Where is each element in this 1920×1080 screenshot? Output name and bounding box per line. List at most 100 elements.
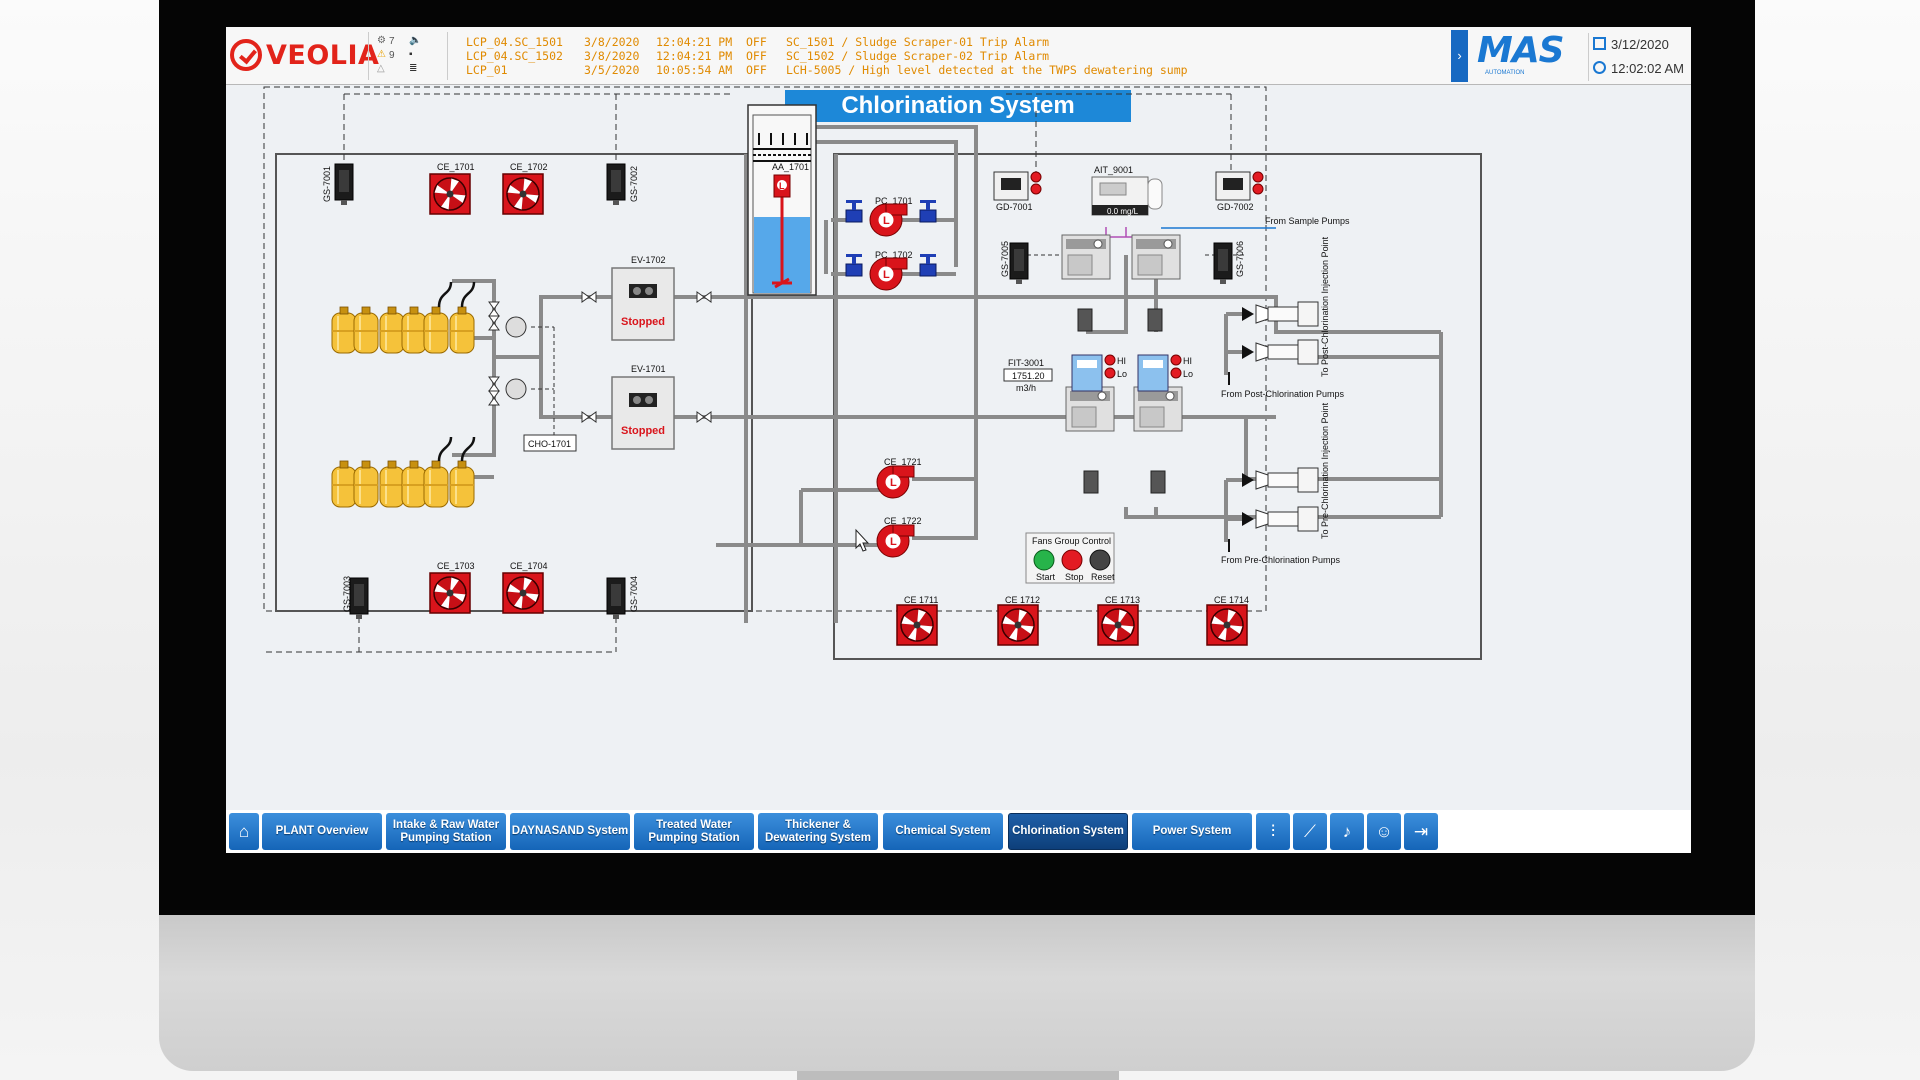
ce-1712-label: CE 1712 — [1005, 595, 1040, 605]
nav-chemical-system[interactable]: Chemical System — [883, 813, 1003, 850]
inlet-valve[interactable] — [581, 291, 597, 303]
chlorinator-4[interactable] — [1133, 386, 1183, 432]
datetime-panel: 3/12/2020 12:02:02 AM — [1588, 33, 1689, 81]
exhaust-fan-ce-1703[interactable] — [429, 572, 471, 614]
nav-thickener-dewatering[interactable]: Thickener & Dewatering System — [758, 813, 878, 850]
exhaust-fan-ce-1704[interactable] — [502, 572, 544, 614]
pre-injector-1[interactable] — [1241, 467, 1319, 493]
outlet-valve[interactable] — [696, 411, 712, 423]
chlorinator-3[interactable] — [1065, 386, 1115, 432]
chlorinator-1[interactable] — [1061, 234, 1111, 280]
ce-1704-label: CE_1704 — [510, 561, 548, 571]
fans-stop-button[interactable] — [1061, 549, 1083, 571]
post-injector-1[interactable] — [1241, 301, 1319, 327]
outlet-valve[interactable] — [696, 291, 712, 303]
blue-valve[interactable] — [919, 199, 937, 223]
fit-3001-label: FIT-3001 — [1008, 358, 1044, 368]
trends-button[interactable]: ⟋ — [1293, 813, 1327, 850]
pump-ce-1721[interactable] — [876, 465, 915, 499]
fans-group-title: Fans Group Control — [1032, 536, 1111, 546]
user-icon: ☺ — [1375, 821, 1393, 841]
blue-valve[interactable] — [845, 253, 863, 277]
exhaust-fan-ce-1711[interactable] — [896, 604, 938, 646]
changeover-box[interactable] — [523, 434, 577, 452]
ack-icon: ▪ — [409, 49, 413, 60]
nav-daynasand[interactable]: DAYNASAND System — [510, 813, 630, 850]
home-button[interactable]: ⌂ — [229, 813, 259, 850]
expand-alarms-button[interactable]: › — [1451, 30, 1468, 82]
users-button[interactable]: ☺ — [1367, 813, 1401, 850]
nav-treated-water[interactable]: Treated Water Pumping Station — [634, 813, 754, 850]
exhaust-fan-ce-1712[interactable] — [997, 604, 1039, 646]
gas-sensor-gs-7005[interactable] — [1009, 242, 1029, 285]
pump-ce-1722[interactable] — [876, 524, 915, 558]
ce-1711-label: CE 1711 — [904, 595, 938, 605]
pump-pc-1702[interactable] — [869, 257, 908, 291]
gas-sensor-gs-7004[interactable] — [606, 577, 626, 620]
flow-switch-1[interactable] — [1071, 354, 1103, 392]
gas-sensor-gs-7002[interactable] — [606, 163, 626, 206]
chlorine-cylinders-bottom — [331, 460, 475, 508]
fans-start-button[interactable] — [1033, 549, 1055, 571]
header-valve[interactable] — [488, 390, 500, 406]
exhaust-fan-ce-1702[interactable] — [502, 173, 544, 215]
hi-label: HI — [1183, 356, 1192, 366]
fit-3001-unit: m3/h — [1016, 383, 1036, 393]
exit-button[interactable]: ⇥ — [1404, 813, 1438, 850]
blue-valve[interactable] — [845, 199, 863, 223]
info-icon: △ — [377, 63, 385, 74]
gs-7003-label: GS-7003 — [342, 576, 352, 612]
nav-chlorination-system[interactable]: Chlorination System — [1008, 813, 1128, 850]
mouse-cursor-icon — [855, 528, 870, 552]
blue-valve[interactable] — [919, 253, 937, 277]
post-injector-2[interactable] — [1241, 339, 1319, 365]
exhaust-fan-ce-1713[interactable] — [1097, 604, 1139, 646]
chlorinator-2[interactable] — [1131, 234, 1181, 280]
nav-power-system[interactable]: Power System — [1132, 813, 1252, 850]
dilution-tank[interactable] — [747, 104, 817, 296]
flow-switch-2[interactable] — [1137, 354, 1169, 392]
agitator-aa-1701[interactable]: L — [773, 174, 791, 198]
date-display: 3/12/2020 — [1611, 37, 1669, 52]
alarms-button[interactable]: ♪ — [1330, 813, 1364, 850]
exhaust-fan-ce-1714[interactable] — [1206, 604, 1248, 646]
evaporator-ev-1701[interactable]: Stopped — [611, 376, 675, 450]
gs-7005-label: GS-7005 — [1000, 241, 1010, 277]
nav-plant-overview[interactable]: PLANT Overview — [262, 813, 382, 850]
navigation-bar: ⌂ PLANT Overview Intake & Raw Water Pump… — [226, 810, 1691, 853]
gas-sensor-gs-7006[interactable] — [1213, 242, 1233, 285]
gas-detector-gd-7002[interactable] — [1215, 171, 1251, 201]
header-valve[interactable] — [488, 376, 500, 392]
gas-sensor-gs-7003[interactable] — [349, 577, 369, 620]
gas-sensor-gs-7001[interactable] — [334, 163, 354, 206]
gs-7006-label: GS-7006 — [1235, 241, 1245, 277]
gas-detector-gd-7001[interactable] — [993, 171, 1029, 201]
fans-reset-button[interactable] — [1089, 549, 1111, 571]
pre-injector-2[interactable] — [1241, 506, 1319, 532]
ce-1722-label: CE_1722 — [884, 516, 922, 526]
cho-1701-label: CHO-1701 — [528, 439, 571, 449]
lo-label: Lo — [1183, 369, 1193, 379]
exhaust-fan-ce-1701[interactable] — [429, 173, 471, 215]
inlet-valve[interactable] — [581, 411, 597, 423]
alarm-summary[interactable]: ⚙ 7 🔈 ⚠ 9 ▪ △ ≣ — [368, 32, 448, 80]
header-valve[interactable] — [488, 315, 500, 331]
pump-pc-1701[interactable] — [869, 203, 908, 237]
from-post-pumps-label: From Post-Chlorination Pumps — [1221, 389, 1345, 399]
trend-icon: ⟋ — [1304, 821, 1316, 841]
warning-count: 9 — [389, 50, 395, 61]
nav-intake-raw-water[interactable]: Intake & Raw Water Pumping Station — [386, 813, 506, 850]
list-icon: ≣ — [409, 63, 418, 74]
svg-text:L: L — [779, 181, 785, 191]
fit-3001-value: 1751.20 — [1012, 371, 1045, 381]
header-valve[interactable] — [488, 301, 500, 317]
chlorine-analyzer-ait-9001[interactable]: 0.0 mg/L — [1091, 176, 1163, 216]
settings-button[interactable]: ⫶ — [1256, 813, 1290, 850]
ait-9001-label: AIT_9001 — [1094, 165, 1133, 175]
evaporator-ev-1702[interactable]: Stopped — [611, 267, 675, 341]
